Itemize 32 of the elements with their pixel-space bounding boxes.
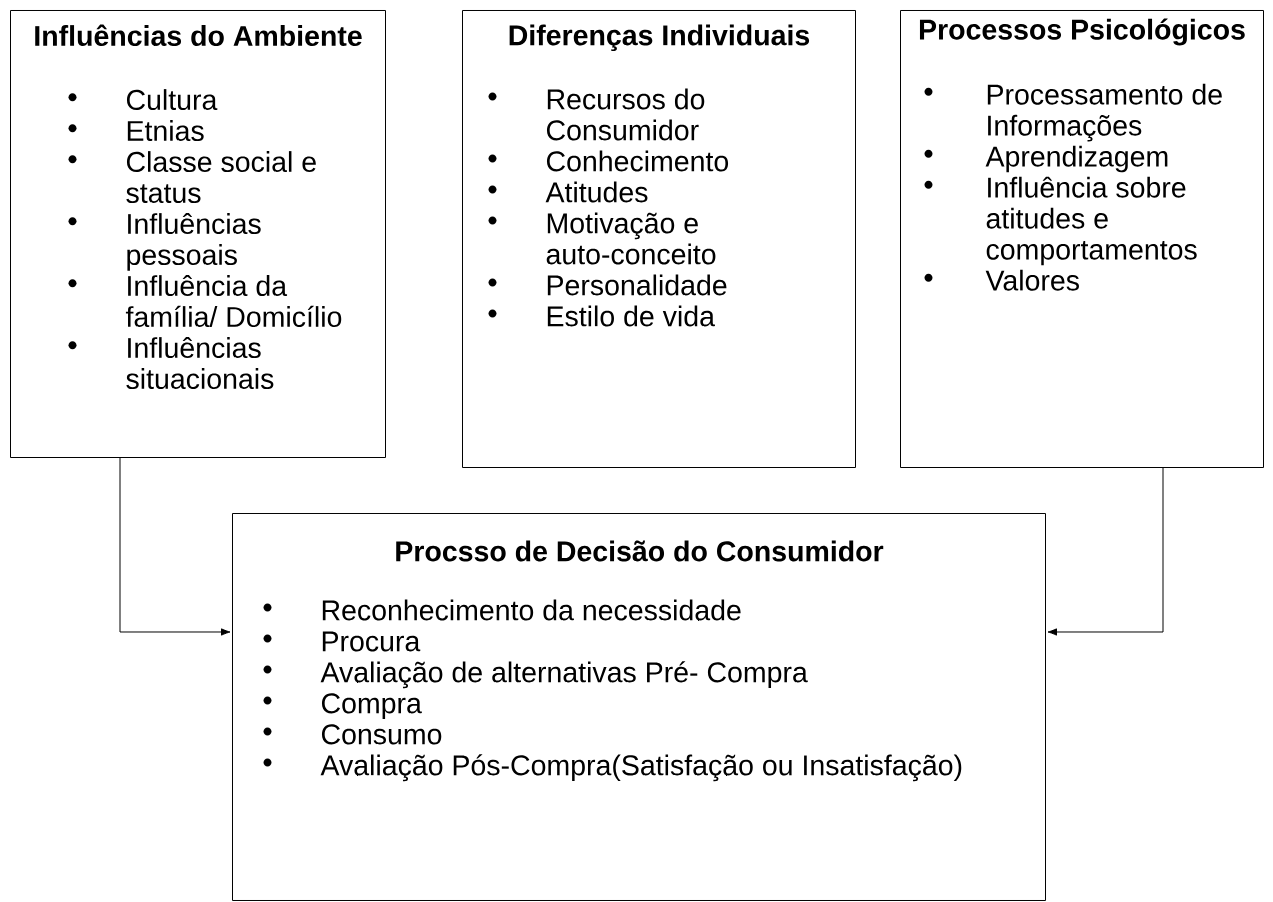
- list-item: Compra: [263, 693, 422, 720]
- list-item: Motivação e auto-conceito: [488, 212, 716, 265]
- list-item: Reconhecimento da necessidade: [263, 599, 741, 621]
- list-item: Influências pessoais: [68, 213, 261, 271]
- list-item: Processamento de Informações: [924, 83, 1222, 142]
- list-item: Influência sobre atitudes e comportamentos: [924, 176, 1197, 266]
- text-box: [232, 513, 1046, 901]
- list-item: Avaliação de alternativas Pré- Compra: [263, 661, 808, 689]
- list-item: Procura: [263, 631, 421, 652]
- list-item: Consumo: [263, 724, 442, 745]
- list-item: Conhecimento: [488, 150, 729, 172]
- list-item: Avaliação Pós-Compra(Satisfação ou Insatisfação): [263, 754, 962, 782]
- list-item: Valores: [924, 269, 1079, 291]
- list-item: Recursos do Consumidor: [488, 88, 705, 141]
- box-heading: Processos Psicológicos: [919, 18, 1245, 46]
- list-item: Aprendizagem: [924, 145, 1168, 173]
- text-box: [10, 10, 386, 458]
- text-box: [900, 10, 1264, 468]
- list-item: Classe social e status: [68, 151, 316, 204]
- connector-arrow: [1047, 467, 1164, 636]
- list-item: Estilo de vida: [488, 305, 715, 327]
- box-heading: Procsso de Decisão do Consumidor: [396, 540, 884, 562]
- box-heading: Diferenças Individuais: [509, 24, 810, 52]
- list-item: Etnias: [68, 120, 204, 142]
- list-item: Personalidade: [488, 274, 727, 296]
- list-item: Atitudes: [488, 181, 648, 203]
- text-box: [462, 10, 856, 468]
- list-item: Influência da família/ Domicílio: [68, 275, 342, 328]
- box-heading: Influências do Ambiente: [35, 24, 362, 47]
- connector-arrow: [119, 457, 231, 636]
- list-item: Cultura: [68, 89, 218, 111]
- list-item: Influências situacionais: [68, 337, 274, 390]
